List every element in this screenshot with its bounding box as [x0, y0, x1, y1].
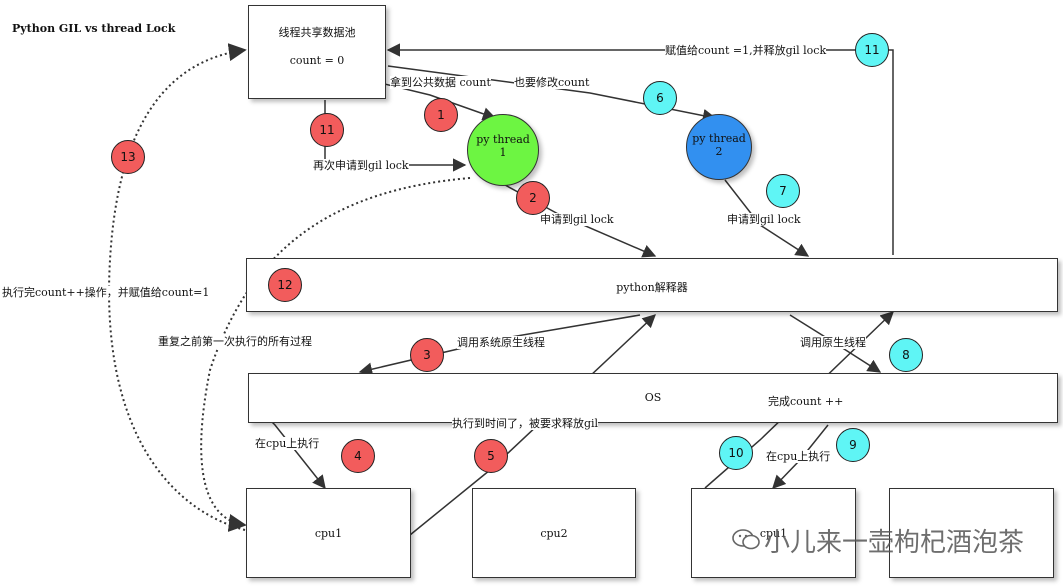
label-get-count: 拿到公共数据 count [390, 76, 491, 89]
cpu1-label: cpu1 [314, 527, 343, 540]
step-badge-11-left: 11 [310, 113, 344, 147]
label-apply-gil-2: 申请到gil lock [727, 213, 801, 226]
label-time-up: 执行到时间了，被要求释放gil [452, 417, 599, 430]
arrow-pool-to-thread1 [367, 79, 497, 121]
python-interpreter-box: python解释器 [246, 258, 1058, 312]
step-badge-6: 6 [643, 81, 677, 115]
dotted-arrow-thread1-to-cpu1 [200, 177, 471, 532]
diagram-title: Python GIL vs thread Lock [12, 22, 176, 35]
label-repeat-process: 重复之前第一次执行的所有过程 [158, 335, 312, 348]
label-assign-release: 赋值给count =1,并释放gil lock [665, 44, 827, 57]
step-badge-8: 8 [889, 338, 923, 372]
step-badge-9: 9 [836, 428, 870, 462]
cpu3-label: cpu1 [759, 527, 788, 540]
label-call-native: 调用系统原生线程 [457, 336, 545, 349]
py-thread-1: py thread 1 [467, 114, 539, 186]
wechat-logo-icon [732, 529, 760, 550]
cpu2-box: cpu2 [472, 488, 636, 578]
label-reapply-gil: 再次申请到gil lock [313, 159, 409, 172]
interpreter-label: python解释器 [616, 281, 688, 294]
os-label: OS [644, 391, 662, 404]
arrow-cpu3-to-interp [704, 311, 894, 489]
label-apply-gil-1: 申请到gil lock [540, 213, 614, 226]
thread1-label: py thread [476, 133, 530, 146]
step-badge-11-right: 11 [855, 33, 889, 67]
arrow-interp-to-pool [386, 43, 894, 255]
step-badge-10: 10 [719, 436, 753, 470]
watermark-text: 小儿来一壶枸杞酒泡茶 [764, 528, 1025, 558]
step-badge-4: 4 [341, 439, 375, 473]
cpu4-box [889, 488, 1054, 578]
thread1-number: 1 [499, 146, 507, 159]
os-box: OS [248, 373, 1058, 423]
cpu2-label: cpu2 [540, 527, 568, 540]
step-badge-2: 2 [516, 181, 550, 215]
py-thread-2: py thread 2 [686, 114, 752, 180]
step-badge-1: 1 [424, 98, 458, 132]
shared-data-pool-box: 线程共享数据池 count = 0 [248, 5, 386, 99]
arrow-pool-to-thread2 [387, 65, 717, 123]
thread2-number: 2 [715, 145, 723, 158]
label-call-native-2: 调用原生线程 [800, 336, 866, 349]
step-badge-12: 12 [268, 268, 302, 302]
label-done-assign: 执行完count++操作，并赋值给count=1 [2, 286, 210, 299]
label-complete-count: 完成count ++ [768, 395, 844, 408]
step-badge-13: 13 [111, 140, 145, 174]
dotted-arrow-to-pool [108, 43, 247, 531]
pool-count: count = 0 [289, 54, 345, 67]
label-also-modify: 也要修改count [514, 76, 590, 89]
cpu1-box: cpu1 [246, 488, 411, 578]
label-exec-cpu-2: 在cpu上执行 [766, 450, 831, 463]
pool-title: 线程共享数据池 [278, 26, 356, 39]
step-badge-5: 5 [474, 439, 508, 473]
label-exec-cpu-1: 在cpu上执行 [255, 437, 320, 450]
thread2-label: py thread [692, 132, 746, 145]
cpu3-box: cpu1 [691, 488, 856, 578]
step-badge-3: 3 [410, 338, 444, 372]
step-badge-7: 7 [766, 174, 800, 208]
